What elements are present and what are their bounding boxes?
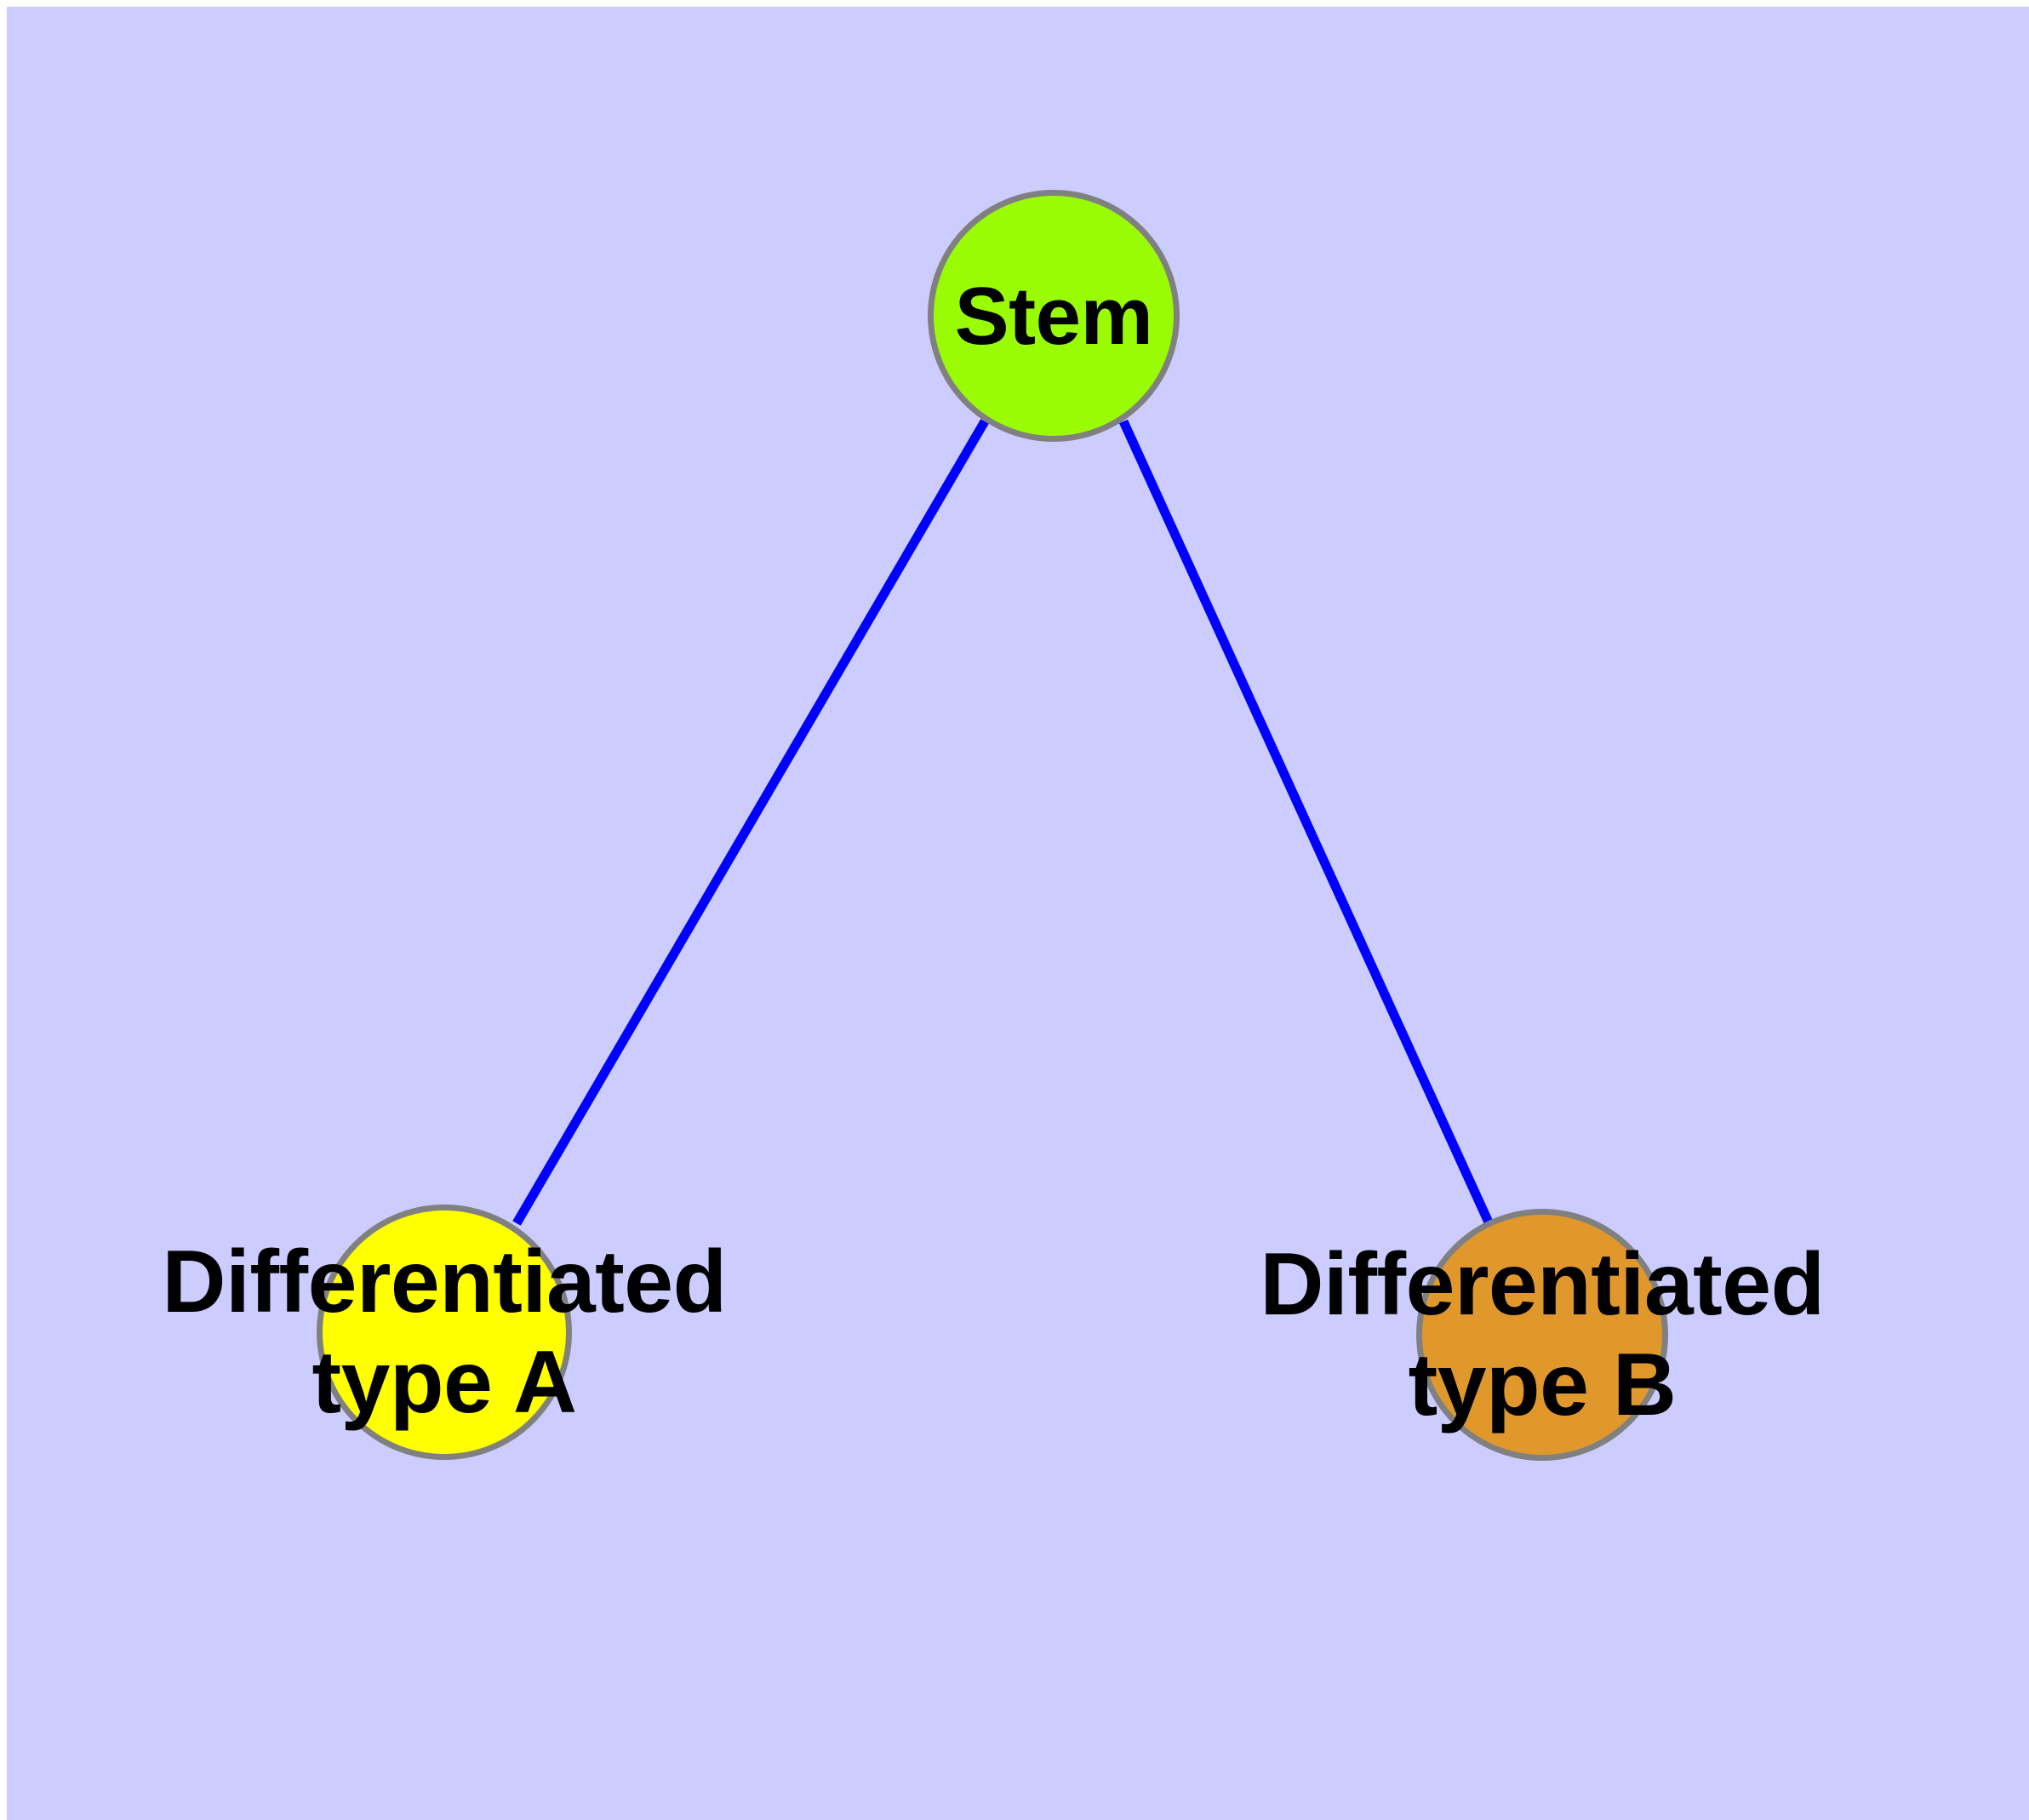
node-stem[interactable] bbox=[928, 190, 1180, 442]
edge-stem-to-diff-b bbox=[1118, 419, 1495, 1227]
node-label-differentiated-type-b: Differentiated type B bbox=[1260, 1234, 1825, 1435]
node-label-stem: Stem bbox=[954, 270, 1153, 362]
node-differentiated-type-a[interactable] bbox=[317, 1205, 572, 1460]
node-differentiated-type-b[interactable] bbox=[1416, 1209, 1668, 1461]
node-label-differentiated-type-a: Differentiated type A bbox=[162, 1232, 727, 1433]
edge-stem-to-diff-a bbox=[512, 419, 989, 1226]
